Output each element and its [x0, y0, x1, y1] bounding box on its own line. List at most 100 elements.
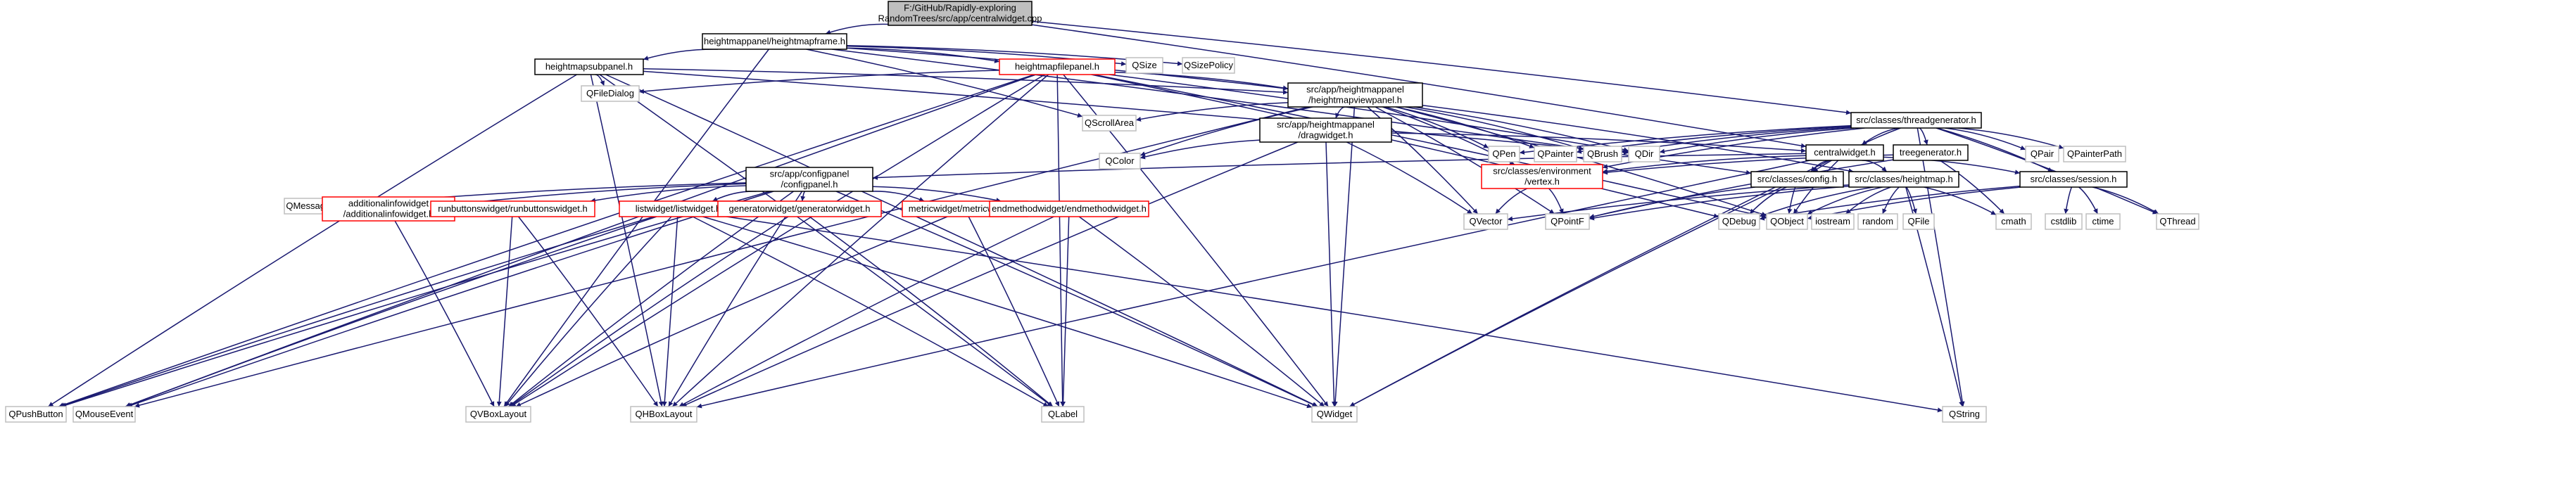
edge-listwidget-to-qmouseevent [125, 216, 657, 407]
node-qpointf[interactable]: QPointF [1545, 213, 1590, 230]
node-qcolor[interactable]: QColor [1099, 153, 1141, 170]
node-qscrollarea[interactable]: QScrollArea [1082, 115, 1137, 132]
node-label: QFile [1907, 216, 1929, 226]
edge-configpanel-to-qhboxlayout [668, 191, 803, 407]
node-qstring[interactable]: QString [1942, 406, 1987, 423]
node-listwidget[interactable]: listwidget/listwidget.h [619, 200, 738, 217]
node-config[interactable]: src/classes/config.h [1750, 171, 1844, 188]
node-label: QDir [1635, 148, 1654, 159]
node-box [1082, 115, 1137, 132]
node-label: QPainter [1537, 148, 1574, 159]
edge-hmfile-to-qvboxlayout [510, 74, 1045, 407]
node-qsizepolicy[interactable]: QSizePolicy [1182, 57, 1235, 74]
node-label: QString [1949, 409, 1980, 419]
node-genwidget[interactable]: generatorwidget/generatorwidget.h [717, 200, 882, 217]
node-label: heightmapsubpanel.h [545, 61, 633, 72]
node-threadgen[interactable]: src/classes/threadgenerator.h [1850, 112, 1982, 129]
node-qpainter[interactable]: QPainter [1534, 146, 1577, 162]
edge-threadgen-to-qstring [1917, 127, 1965, 407]
node-label: QPainterPath [2067, 148, 2122, 159]
node-root[interactable]: F:/GitHub/Rapidly-exploringRandomTrees/s… [878, 1, 1042, 26]
node-box [1259, 117, 1392, 143]
node-qpushbutton[interactable]: QPushButton [5, 406, 67, 423]
node-qvboxlayout[interactable]: QVBoxLayout [465, 406, 531, 423]
node-qfiledialog[interactable]: QFileDialog [581, 85, 640, 102]
node-cmath[interactable]: cmath [1995, 213, 2032, 230]
node-qpen[interactable]: QPen [1488, 146, 1520, 162]
edge-hmview-to-qbrush [1405, 106, 1584, 151]
edge-hmview-to-qobject [1396, 106, 1767, 217]
node-box [465, 406, 531, 423]
node-box [630, 406, 697, 423]
node-box [1488, 146, 1520, 162]
node-qfile[interactable]: QFile [1902, 213, 1935, 230]
node-cstdlib[interactable]: cstdlib [2045, 213, 2083, 230]
edge-threadgen-to-treegen [1919, 127, 1928, 146]
node-label: generatorwidget/generatorwidget.h [729, 203, 871, 214]
edge-hmfile-to-qlabel [1056, 74, 1066, 407]
edge-threadgen-to-centralwidget [1861, 127, 1900, 146]
node-box [1583, 146, 1622, 162]
node-qdebug[interactable]: QDebug [1718, 213, 1760, 230]
edge-configpanel-to-qvboxlayout [508, 191, 794, 407]
node-runbutton[interactable]: runbuttonswidget/runbuttonswidget.h [430, 200, 595, 217]
node-qpair[interactable]: QPair [2025, 146, 2059, 162]
node-qthread[interactable]: QThread [2156, 213, 2199, 230]
node-qwidget[interactable]: QWidget [1311, 406, 1358, 423]
edge-session-to-ctime [2078, 186, 2098, 215]
node-label: src/app/configpanel [770, 169, 850, 179]
edge-hmfile-to-qfiledialog [638, 70, 1000, 94]
edge-metricwidget-to-qvboxlayout [515, 216, 948, 407]
node-box [1805, 144, 1884, 161]
node-box [1099, 153, 1141, 170]
node-label: src/classes/environment [1493, 166, 1591, 177]
node-treegen[interactable]: treegenerator.h [1893, 144, 1969, 161]
node-qbrush[interactable]: QBrush [1583, 146, 1622, 162]
edge-hmframe-to-hmsub [643, 49, 719, 60]
edge-dragwidget-to-qvector [1346, 141, 1473, 215]
edge-hmsub-to-qhboxlayout [590, 74, 664, 407]
node-iostream[interactable]: iostream [1811, 213, 1855, 230]
edge-hmview-to-heightmap [1422, 104, 1854, 174]
edge-configpanel-to-genwidget [800, 191, 806, 202]
node-qvector[interactable]: QVector [1463, 213, 1508, 230]
node-hmview[interactable]: src/app/heightmappanel/heightmapviewpane… [1287, 82, 1423, 108]
node-dragwidget[interactable]: src/app/heightmappanel/dragwidget.h [1259, 117, 1392, 143]
node-label: src/classes/session.h [2031, 174, 2117, 184]
edge-hmfile-to-qmouseevent [125, 74, 1037, 407]
node-box [1481, 164, 1603, 189]
node-label: treegenerator.h [1900, 147, 1962, 158]
edge-threadgen-to-qdir [1659, 127, 1854, 154]
edge-configpanel-to-qmouseevent [127, 191, 774, 407]
node-session[interactable]: src/classes/session.h [2019, 171, 2128, 188]
node-label: QObject [1770, 216, 1804, 226]
node-qsize[interactable]: QSize [1125, 57, 1163, 74]
edge-hmsub-to-qdir [643, 70, 1629, 155]
node-envvertex[interactable]: src/classes/environment/vertex.h [1481, 164, 1603, 189]
node-label: QColor [1105, 155, 1135, 166]
node-qobject[interactable]: QObject [1766, 213, 1808, 230]
node-heightmap[interactable]: src/classes/heightmap.h [1848, 171, 1959, 188]
node-box [2063, 146, 2126, 162]
node-qpainterpath[interactable]: QPainterPath [2063, 146, 2126, 162]
node-random[interactable]: random [1857, 213, 1898, 230]
node-configpanel[interactable]: src/app/configpanel/configpanel.h [745, 167, 873, 192]
node-qhboxlayout[interactable]: QHBoxLayout [630, 406, 697, 423]
edge-centralwidget-to-configpanel [872, 153, 1807, 180]
node-hmsub[interactable]: heightmapsubpanel.h [534, 58, 644, 75]
node-label: runbuttonswidget/runbuttonswidget.h [438, 203, 587, 214]
node-label: src/app/heightmappanel [1277, 120, 1375, 130]
node-label: centralwidget.h [1814, 147, 1875, 158]
edge-session-to-cstdlib [2064, 186, 2073, 215]
node-qmouseevent[interactable]: QMouseEvent [72, 406, 136, 423]
node-qdir[interactable]: QDir [1628, 146, 1660, 162]
node-box [5, 406, 67, 423]
edge-root-to-threadgen [1031, 20, 1852, 115]
node-hmframe[interactable]: heightmappanel/heightmapframe.h [702, 33, 847, 50]
node-label: QThread [2159, 216, 2195, 226]
node-hmfile[interactable]: heightmapfilepanel.h [999, 58, 1116, 75]
node-centralwidget[interactable]: centralwidget.h [1805, 144, 1884, 161]
node-ctime[interactable]: ctime [2085, 213, 2121, 230]
node-qlabel[interactable]: QLabel [1041, 406, 1085, 423]
node-endmethod[interactable]: endmethodwidget/endmethodwidget.h [989, 200, 1149, 217]
